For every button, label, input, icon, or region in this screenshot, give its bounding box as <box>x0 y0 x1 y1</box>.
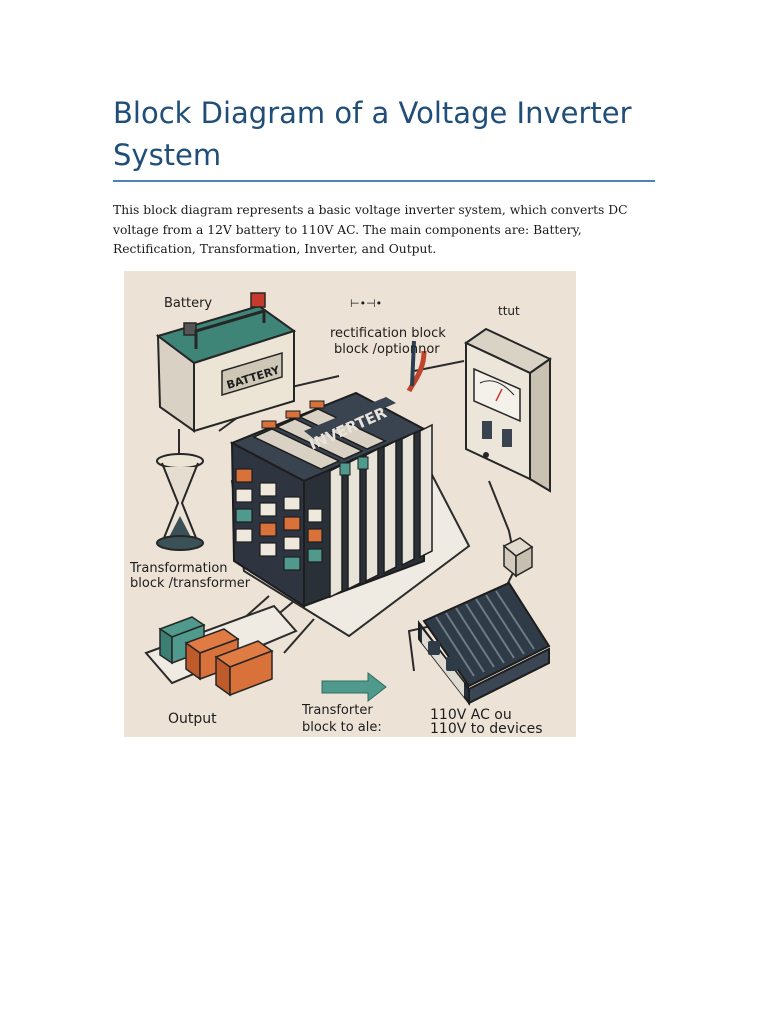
transformation-label-line2: block /transformer <box>130 576 251 591</box>
description-paragraph: This block diagram represents a basic vo… <box>113 203 628 256</box>
page-title: Block Diagram of a Voltage Inverter Syst… <box>113 96 632 172</box>
top-symbol-label: ⊢•⊣• <box>350 297 382 310</box>
output-label: Output <box>168 711 217 727</box>
rectification-label-line1: rectification block <box>330 326 446 341</box>
ac-output-label-line2: 110V to devices <box>430 721 543 737</box>
output-top-label: ttut <box>498 304 520 318</box>
transformation-label-line1: Transformation <box>129 561 228 576</box>
plug-icon <box>502 537 534 578</box>
arrow-right-icon <box>321 671 387 703</box>
battery-block: BATTERY <box>155 292 297 433</box>
inverter-illustration: BATTERY Battery <box>124 271 576 737</box>
battery-label: Battery <box>164 296 212 311</box>
hourglass-icon <box>156 453 204 551</box>
rectification-label-line2: block /optionnor <box>334 342 440 357</box>
meter-box <box>464 327 552 493</box>
red-cable <box>406 350 427 393</box>
transforter-label-line2: block to ale: <box>302 720 382 735</box>
ac-output-label-line1: 110V AC ou <box>430 707 512 723</box>
wire-output-3 <box>283 618 315 654</box>
transforter-label-line1: Transforter <box>301 703 373 718</box>
output-blocks <box>144 604 298 697</box>
inverter-block: INVERTER <box>229 391 433 608</box>
blue-cable <box>410 340 416 387</box>
ac-outlet-block <box>418 581 551 706</box>
title-divider <box>113 180 655 182</box>
illustration-svg: BATTERY Battery <box>129 292 552 737</box>
